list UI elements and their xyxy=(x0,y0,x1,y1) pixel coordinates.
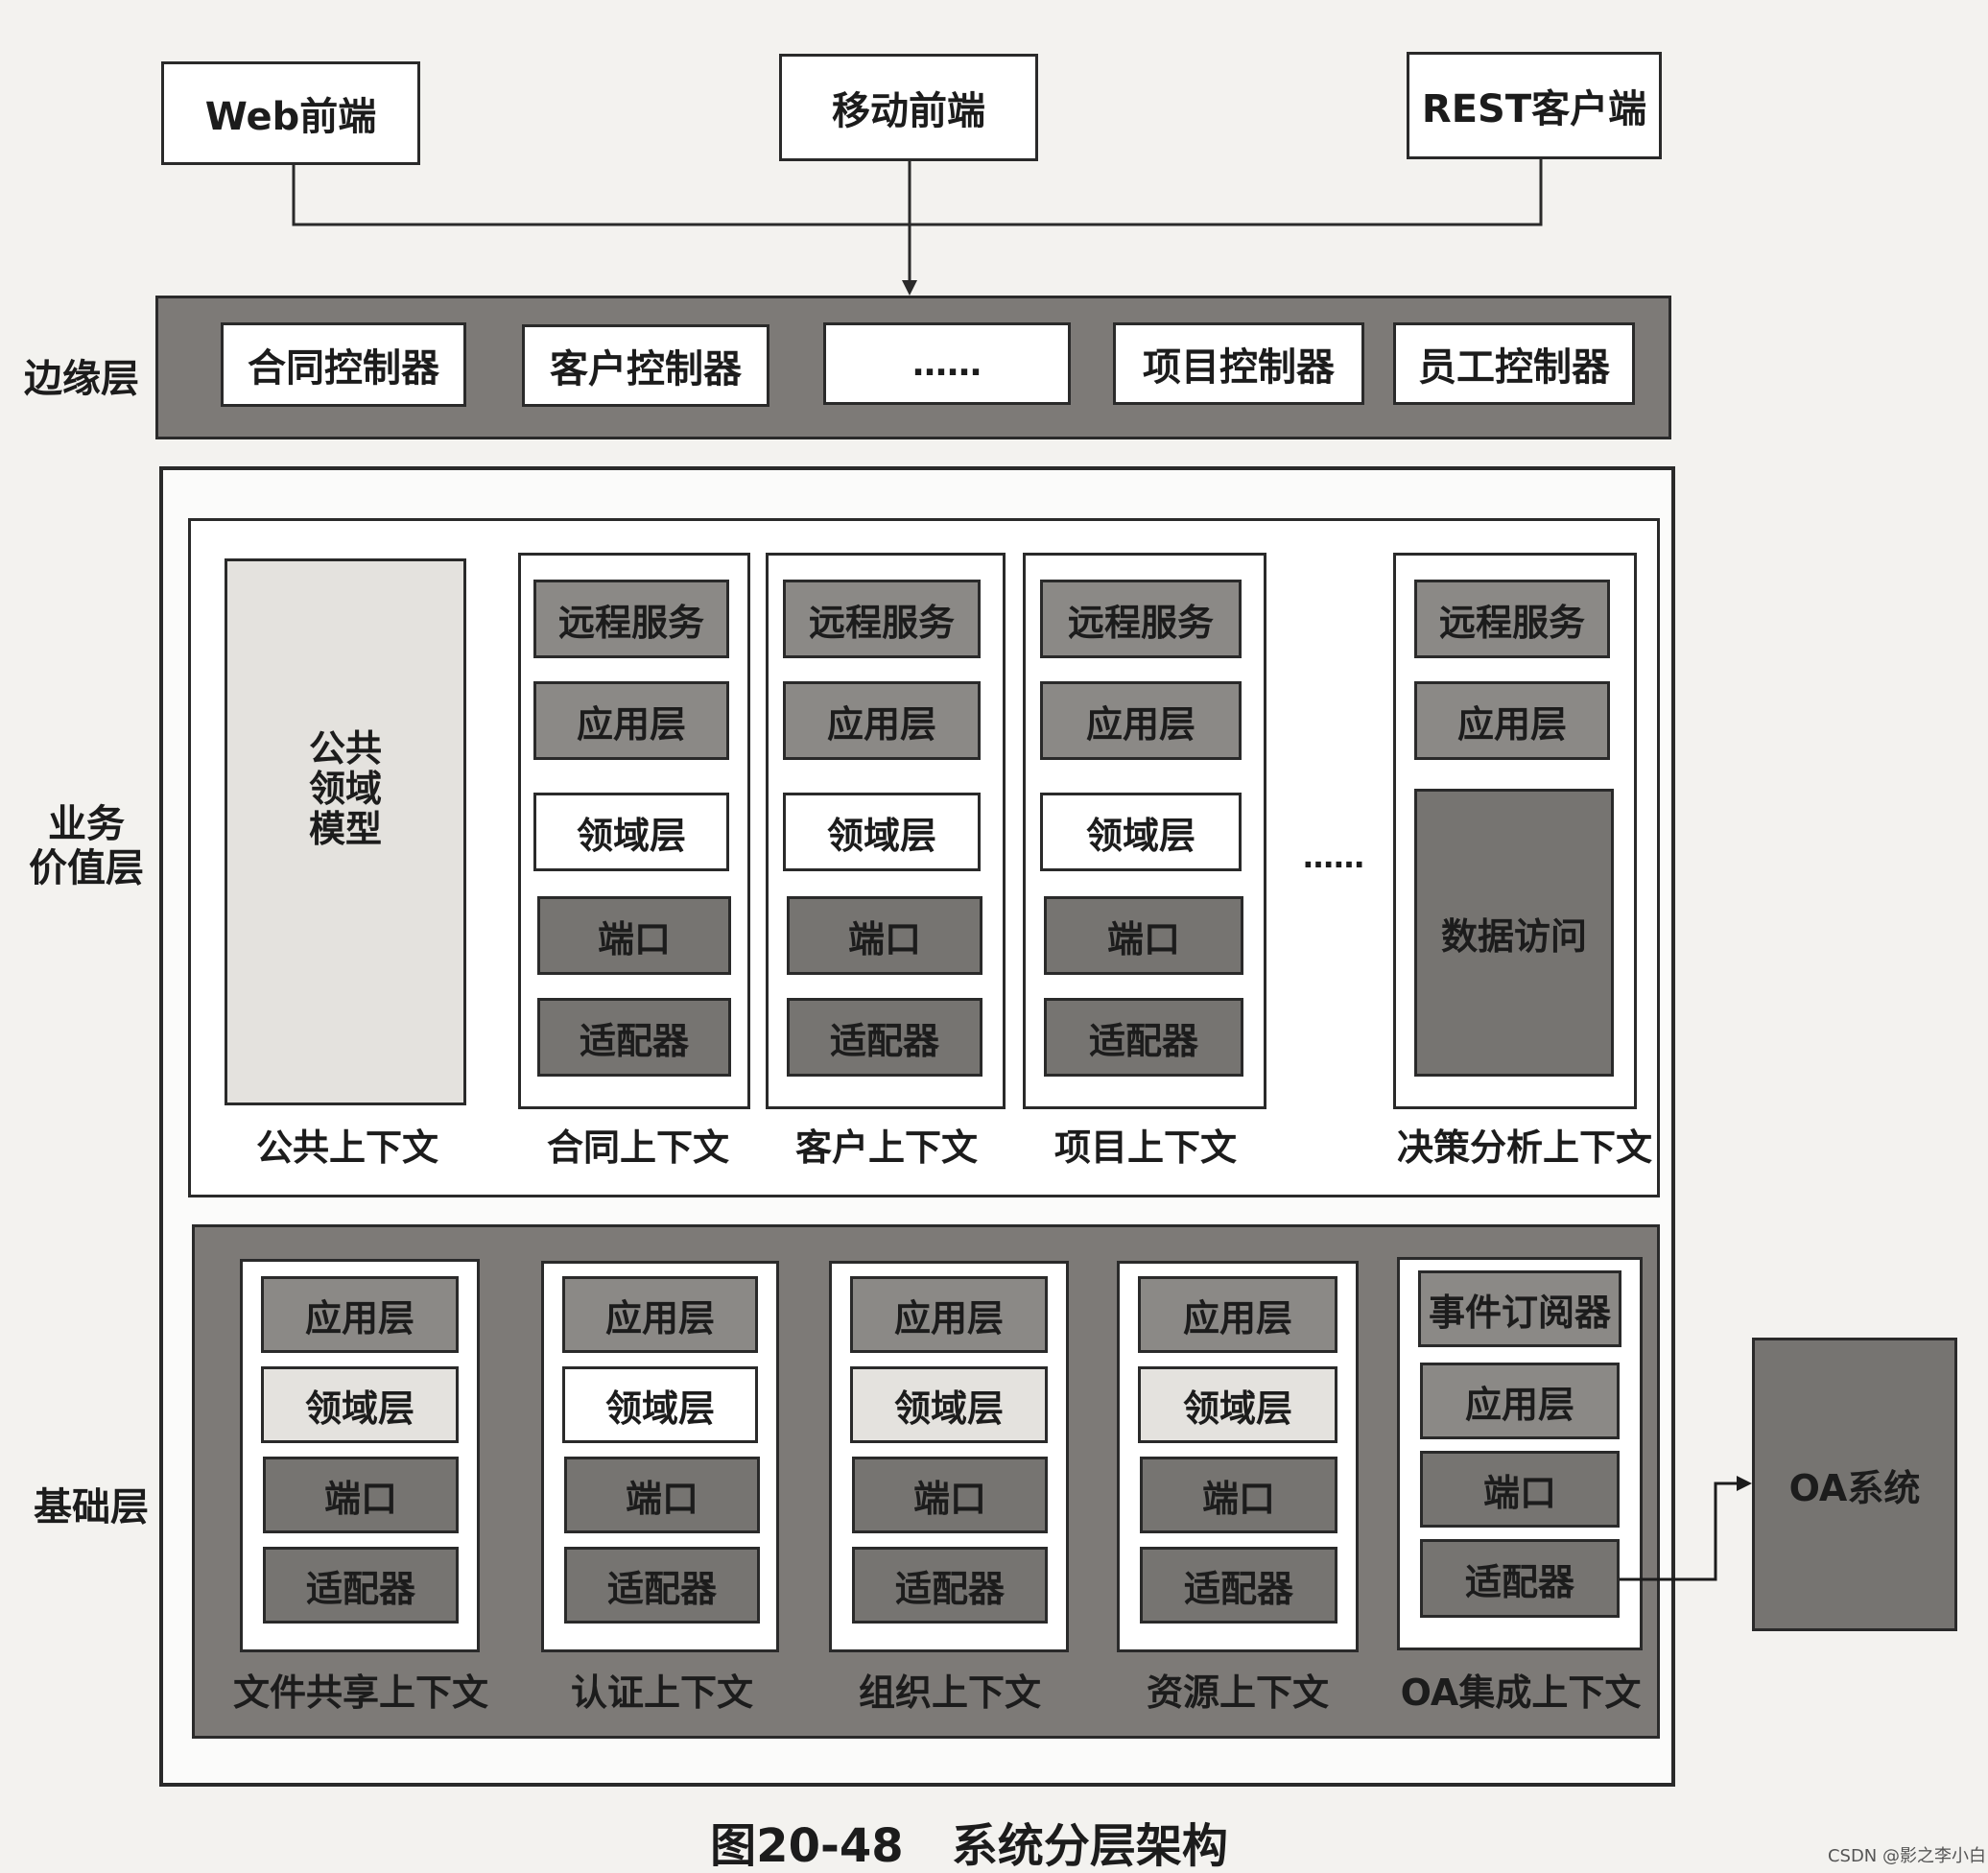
controller-ellipsis: …… xyxy=(823,322,1071,405)
client-connectors xyxy=(292,159,1543,296)
org-port: 端口 xyxy=(852,1457,1048,1533)
project-domain-layer: 领域层 xyxy=(1040,793,1242,871)
project-adapter: 适配器 xyxy=(1044,998,1243,1077)
watermark: CSDN @影之李小白 xyxy=(1827,1846,1986,1866)
auth-port: 端口 xyxy=(564,1457,760,1533)
contract-app-layer: 应用层 xyxy=(533,681,729,760)
customer-app-layer: 应用层 xyxy=(783,681,981,760)
business-context-ellipsis: …… xyxy=(1303,839,1364,875)
public-model-line2: 领域 xyxy=(308,768,382,810)
resource-app-layer: 应用层 xyxy=(1138,1276,1337,1353)
web-connector xyxy=(292,159,1543,226)
project-port: 端口 xyxy=(1044,896,1243,975)
arrowhead-right xyxy=(1737,1476,1752,1491)
project-context-label: 项目上下文 xyxy=(1053,1126,1237,1169)
contract-port: 端口 xyxy=(537,896,731,975)
edge-layer-label: 边缘层 xyxy=(24,357,139,401)
oa-port: 端口 xyxy=(1420,1451,1620,1528)
public-model-line1: 公共 xyxy=(308,727,382,770)
contract-adapter: 适配器 xyxy=(537,998,731,1077)
resource-port: 端口 xyxy=(1140,1457,1337,1533)
decision-context-label: 决策分析上下文 xyxy=(1396,1126,1652,1169)
file-share-context-label: 文件共享上下文 xyxy=(232,1671,488,1714)
resource-context-label: 资源上下文 xyxy=(1146,1671,1329,1714)
oa-event-subscriber: 事件订阅器 xyxy=(1418,1270,1621,1347)
customer-remote-service: 远程服务 xyxy=(783,580,981,658)
oa-connector-line xyxy=(1620,1482,1739,1581)
contract-controller: 合同控制器 xyxy=(221,322,466,407)
org-domain-layer: 领域层 xyxy=(850,1366,1048,1443)
auth-domain-layer: 领域层 xyxy=(562,1366,758,1443)
business-layer-label-line1: 业务 xyxy=(48,802,125,846)
auth-context-label: 认证上下文 xyxy=(570,1671,753,1714)
foundation-layer-label: 基础层 xyxy=(34,1485,149,1529)
project-controller: 项目控制器 xyxy=(1113,322,1364,405)
business-layer-label-line2: 价值层 xyxy=(29,846,144,890)
auth-adapter: 适配器 xyxy=(564,1547,760,1624)
customer-adapter: 适配器 xyxy=(787,998,982,1077)
public-model-line3: 模型 xyxy=(308,808,382,850)
oa-context-label: OA集成上下文 xyxy=(1400,1671,1642,1714)
project-app-layer: 应用层 xyxy=(1040,681,1242,760)
contract-remote-service: 远程服务 xyxy=(533,580,729,658)
figure-caption: 图20-48 系统分层架构 xyxy=(710,1819,1228,1873)
mobile-frontend-box: 移动前端 xyxy=(779,54,1038,161)
file-share-adapter: 适配器 xyxy=(263,1547,459,1624)
resource-domain-layer: 领域层 xyxy=(1138,1366,1337,1443)
rest-client-box: REST客户端 xyxy=(1407,52,1662,159)
arrowhead-down xyxy=(902,280,917,296)
public-domain-model: 公共 领域 模型 xyxy=(225,558,466,1105)
file-share-domain-layer: 领域层 xyxy=(261,1366,459,1443)
customer-controller: 客户控制器 xyxy=(522,324,769,407)
decision-remote-service: 远程服务 xyxy=(1414,580,1610,658)
file-share-port: 端口 xyxy=(263,1457,459,1533)
web-frontend-box: Web前端 xyxy=(161,61,420,165)
customer-context-label: 客户上下文 xyxy=(794,1126,978,1169)
auth-app-layer: 应用层 xyxy=(562,1276,758,1353)
org-adapter: 适配器 xyxy=(852,1547,1048,1624)
customer-domain-layer: 领域层 xyxy=(783,793,981,871)
oa-app-layer: 应用层 xyxy=(1420,1363,1620,1439)
business-layer-label: 业务 价值层 xyxy=(19,802,154,890)
org-context-label: 组织上下文 xyxy=(858,1671,1041,1714)
org-app-layer: 应用层 xyxy=(850,1276,1048,1353)
file-share-app-layer: 应用层 xyxy=(261,1276,459,1353)
project-remote-service: 远程服务 xyxy=(1040,580,1242,658)
customer-port: 端口 xyxy=(787,896,982,975)
oa-adapter: 适配器 xyxy=(1420,1539,1620,1618)
employee-controller: 员工控制器 xyxy=(1393,322,1635,405)
resource-adapter: 适配器 xyxy=(1140,1547,1337,1624)
oa-system-box: OA系统 xyxy=(1752,1338,1957,1631)
public-context-label: 公共上下文 xyxy=(255,1126,438,1169)
contract-context-label: 合同上下文 xyxy=(546,1126,729,1169)
contract-domain-layer: 领域层 xyxy=(533,793,729,871)
decision-app-layer: 应用层 xyxy=(1414,681,1610,760)
decision-data-access: 数据访问 xyxy=(1414,789,1614,1077)
